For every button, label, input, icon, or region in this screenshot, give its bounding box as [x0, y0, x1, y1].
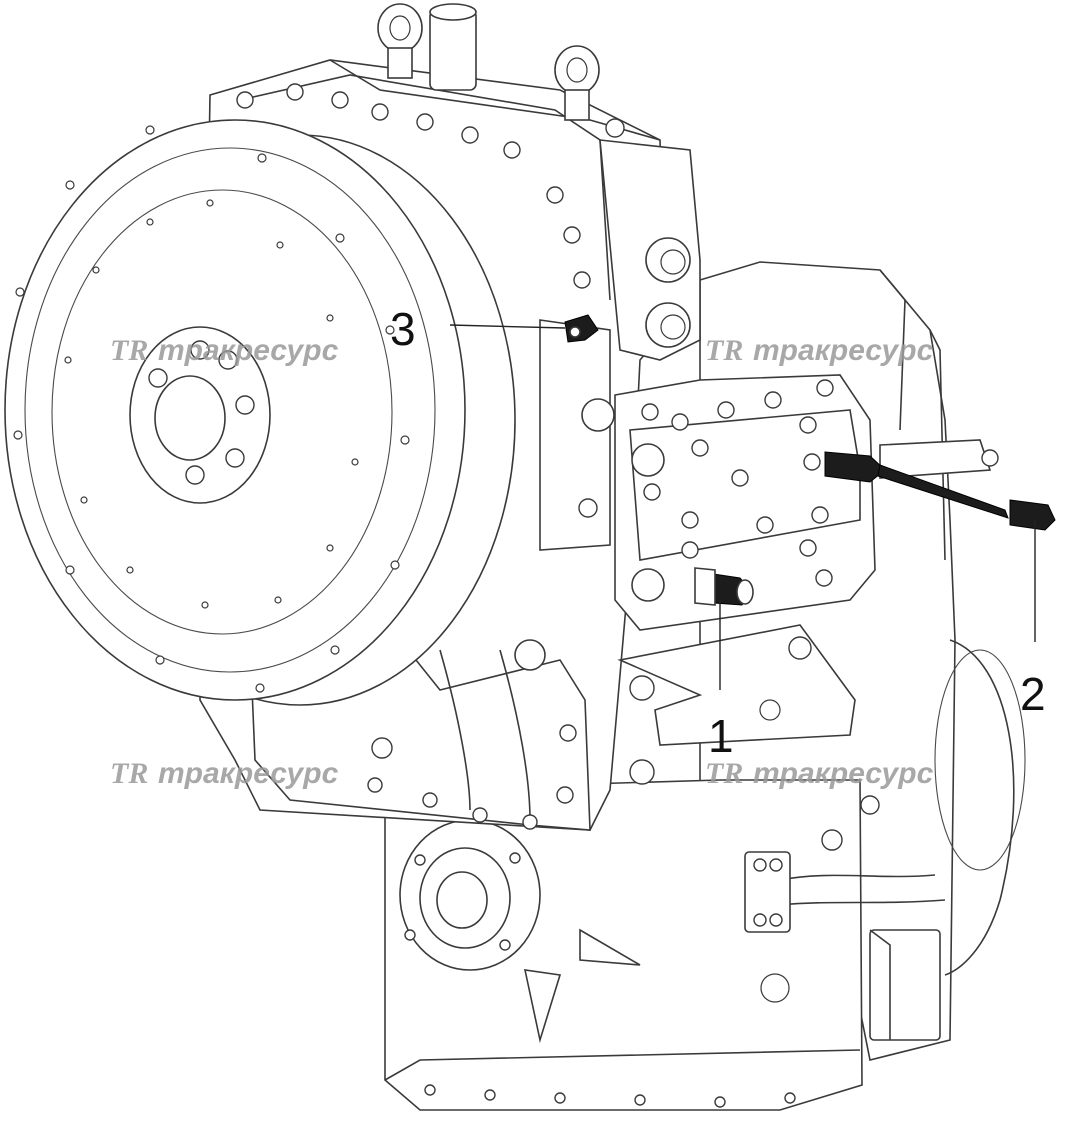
watermark-text: тракресурс	[158, 334, 339, 367]
sensor-1-part	[694, 567, 754, 606]
watermark-top-right: TR тракресурс	[705, 334, 934, 367]
watermark-logo: TR	[110, 757, 148, 790]
lower-housing	[384, 779, 863, 1111]
watermark-text: тракресурс	[753, 757, 934, 790]
watermark-text: тракресурс	[158, 757, 339, 790]
output-flange	[399, 819, 541, 971]
top-bolt-row	[236, 83, 591, 289]
sensor-3-part	[564, 314, 599, 343]
oil-pipe	[744, 795, 946, 933]
leader-line-3	[449, 324, 566, 329]
watermark-text: тракресурс	[753, 334, 934, 367]
callout-1: 1	[708, 710, 734, 762]
watermark-logo: TR	[705, 334, 743, 367]
watermark-top-left: TR тракресурс	[110, 334, 339, 367]
callout-2: 2	[1020, 668, 1046, 720]
lifting-eyes	[377, 3, 600, 121]
watermark-logo: TR	[110, 334, 148, 367]
sensor-2-part	[824, 451, 1056, 531]
bottom-bolts	[424, 1084, 796, 1108]
watermark-logo: TR	[705, 757, 743, 790]
callout-3: 3	[390, 303, 416, 355]
valve-bolts	[641, 379, 834, 587]
flange-holes	[13, 125, 410, 693]
converter-disc	[4, 119, 516, 706]
control-valve-block	[614, 374, 999, 785]
watermark-bottom-right: TR тракресурс	[705, 757, 934, 790]
watermark-bottom-left: TR тракресурс	[110, 757, 339, 790]
